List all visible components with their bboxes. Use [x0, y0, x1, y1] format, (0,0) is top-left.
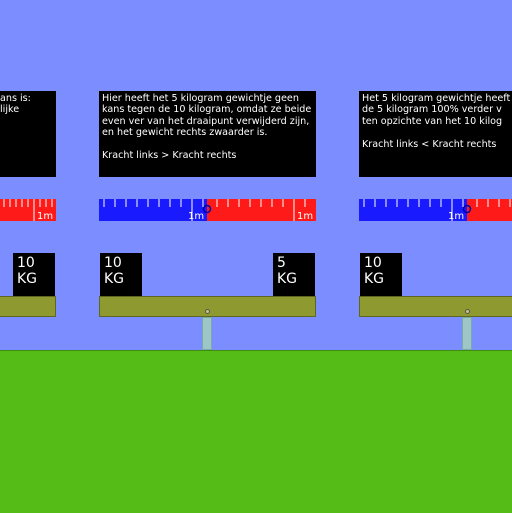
panel-text-line: ten opzichte van het 10 kilog — [362, 115, 503, 127]
weight-number: 10 — [104, 255, 122, 271]
distance-ruler-left: 1m — [0, 199, 56, 221]
weight-number: 5 — [277, 255, 286, 271]
weight-unit: KG — [104, 271, 125, 287]
weight-unit: KG — [277, 271, 298, 287]
panel-text-line: de 5 kilogram 100% verder v — [362, 104, 502, 116]
explanation-panel-right: Het 5 kilogram gewichtje heeft de 5 kilo… — [359, 91, 512, 177]
ruler-graphic: 1m 1m — [99, 199, 316, 221]
weight-block-10kg-right[interactable]: 10 KG — [360, 253, 402, 296]
weight-number: 10 — [17, 255, 35, 271]
weight-block-10kg-left[interactable]: 10 KG — [13, 253, 55, 296]
distance-ruler-middle: 1m 1m — [99, 199, 316, 221]
seesaw-beam-middle — [99, 296, 316, 317]
ruler-pivot-marker — [462, 204, 472, 214]
panel-text-line: Kracht links > Kracht rechts — [102, 150, 237, 162]
panel-text-line: kans tegen de 10 kilogram, omdat ze beid… — [102, 104, 312, 116]
explanation-panel-middle: Hier heeft het 5 kilogram gewichtje geen… — [99, 91, 316, 177]
distance-ruler-right: 1m — [359, 199, 512, 221]
ruler-graphic: 1m — [359, 199, 512, 221]
weight-number: 10 — [364, 255, 382, 271]
panel-text-line: en het gewicht rechts zwaarder is. — [102, 127, 268, 139]
panel-text-line: Kracht links < Kracht rechts — [362, 138, 497, 150]
weight-unit: KG — [17, 271, 38, 287]
seesaw-pivot-middle — [205, 309, 210, 314]
panel-text-line: even ver van het draaipunt verwijderd zi… — [102, 115, 310, 127]
weight-block-10kg-middle[interactable]: 10 KG — [100, 253, 142, 296]
ruler-label-right: 1m — [297, 211, 313, 221]
panel-blank-line — [102, 139, 313, 150]
grass-ground — [0, 350, 512, 513]
explanation-panel-left: ans is: lijke — [0, 91, 56, 177]
weight-block-5kg-middle[interactable]: 5 KG — [273, 253, 315, 296]
ruler-graphic: 1m — [0, 199, 56, 221]
ruler-label: 1m — [37, 211, 53, 221]
weight-unit: KG — [364, 271, 385, 287]
seesaw-post-middle — [202, 317, 212, 350]
seesaw-beam-right — [359, 296, 512, 317]
ruler-pivot-marker — [202, 204, 212, 214]
seesaw-post-right — [462, 317, 472, 350]
panel-blank-line — [362, 127, 509, 138]
ruler-label-left: 1m — [188, 211, 204, 221]
seesaw-beam-left — [0, 296, 56, 317]
seesaw-pivot-right — [465, 309, 470, 314]
panel-text-line: ans is: — [0, 93, 31, 104]
ruler-label-left: 1m — [448, 211, 464, 221]
panel-text-line: lijke — [0, 104, 20, 116]
panel-text-line: Hier heeft het 5 kilogram gewichtje geen — [102, 93, 299, 104]
panel-text-line: Het 5 kilogram gewichtje heeft — [362, 93, 511, 104]
